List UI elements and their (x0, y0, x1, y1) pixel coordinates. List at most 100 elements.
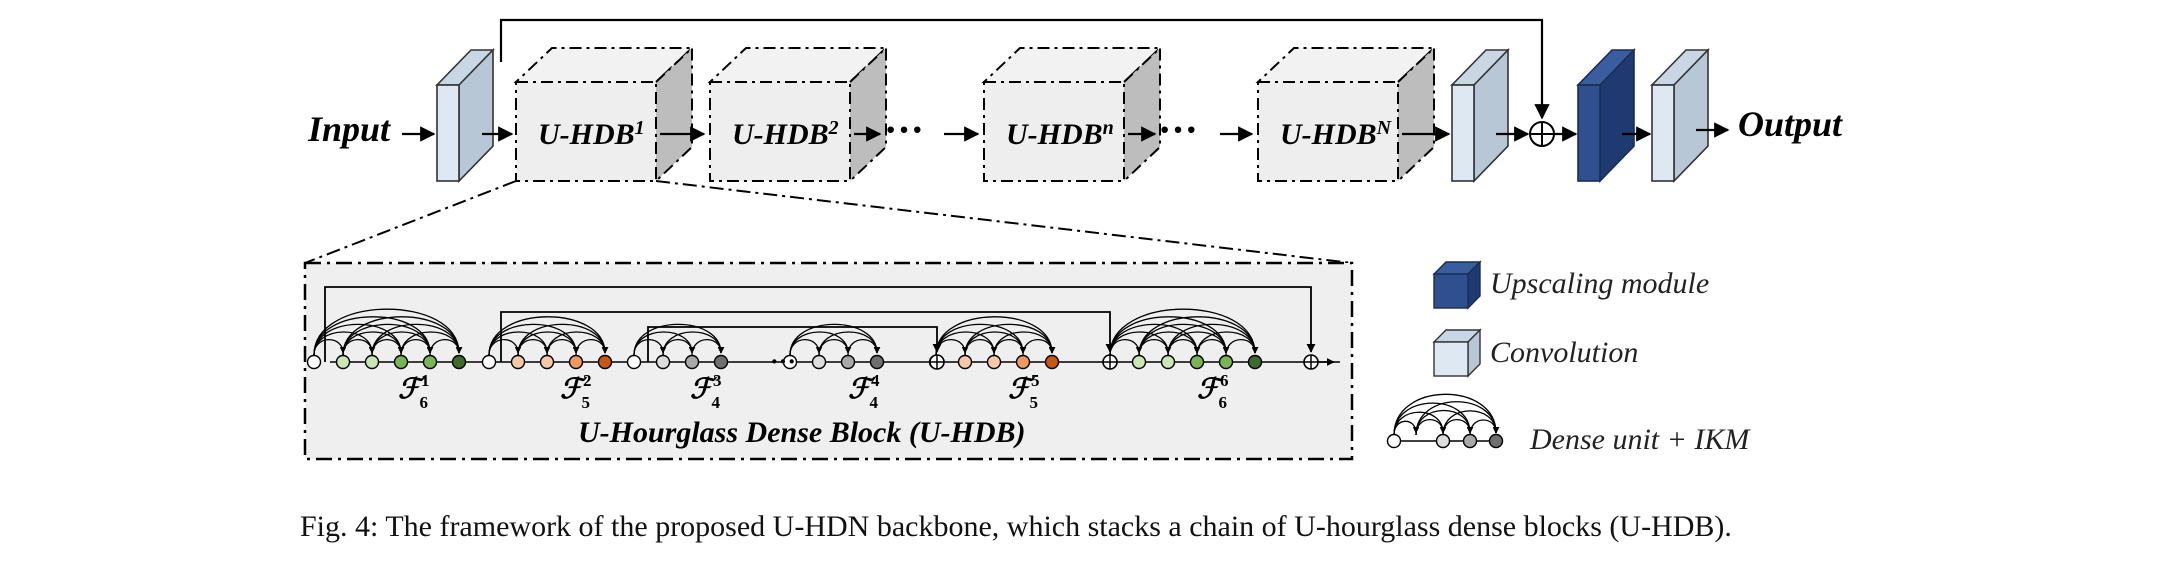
hdb-block-label: U-HDBN (1280, 117, 1393, 151)
dense-node (422, 354, 438, 370)
dense-arc (1022, 339, 1056, 356)
hdb-blocks: U-HDB1 U-HDB2 U-HDBn U-HDBN (513, 45, 1437, 184)
dense-node (539, 354, 555, 370)
dense-unit-5 (928, 316, 1060, 370)
dense-node (713, 354, 729, 370)
dense-node (1131, 354, 1147, 370)
conv-cube-first (435, 48, 495, 183)
dense-node (1218, 354, 1234, 370)
dense-node (840, 354, 856, 370)
dense-node (393, 354, 409, 370)
dense-node (957, 354, 973, 370)
dense-node (986, 354, 1002, 370)
dense-node (869, 354, 885, 370)
legend-convolution-label: Convolution (1490, 336, 1638, 369)
dense-arc (1109, 316, 1230, 356)
global-skip-connection (499, 18, 1550, 120)
legend-upscaling-label: Upscaling module (1490, 267, 1709, 300)
dense-node-input (481, 354, 497, 370)
dense-arc (935, 316, 1056, 356)
legend-dense-unit-icon (1386, 393, 1504, 449)
input-label: Input (307, 109, 391, 149)
sum-node-middle (1102, 354, 1118, 370)
legend-arc (1393, 393, 1500, 436)
dense-node (655, 354, 671, 370)
dense-arc (575, 339, 609, 356)
legend-node (1386, 433, 1402, 449)
ellipsis-1: ··· (884, 107, 924, 152)
output-label: Output (1738, 104, 1843, 144)
hdb-detail-panel (303, 261, 1354, 461)
zoom-line-left (304, 180, 517, 264)
dense-arc (1225, 339, 1259, 356)
dense-arc (429, 339, 463, 356)
sum-node-outer (1303, 354, 1319, 370)
hdb-block-4: U-HDBN (1255, 45, 1437, 184)
conv-cube-second (1450, 48, 1510, 183)
figure-caption: Fig. 4: The framework of the proposed U-… (300, 510, 1732, 543)
hdb-block-3: U-HDBn (981, 45, 1163, 184)
dense-node (335, 354, 351, 370)
legend-arc (1469, 419, 1500, 436)
legend-node (1435, 433, 1451, 449)
conv-cube-final (1650, 48, 1710, 183)
skip-middle (500, 311, 1115, 362)
dense-arc (342, 316, 463, 356)
dense-arc (313, 316, 434, 356)
legend-arc (1442, 410, 1500, 436)
upscaling-cube (1576, 48, 1636, 183)
dense-node (1015, 354, 1031, 370)
legend-upscaling-icon (1432, 260, 1482, 310)
dense-node-input (626, 354, 642, 370)
hdb-title: U-Hourglass Dense Block (U-HDB) (578, 416, 1026, 449)
dense-unit-4 (782, 323, 885, 370)
dense-node-input (306, 354, 322, 370)
hdb-block-label: U-HDB2 (732, 117, 839, 151)
legend-arc (1415, 401, 1500, 436)
legend-node (1462, 433, 1478, 449)
hdb-block-label: U-HDB1 (538, 117, 645, 151)
dense-node (1160, 354, 1176, 370)
dense-arc (1109, 308, 1259, 356)
sum-node-inner (929, 354, 945, 370)
zoom-line-right (655, 180, 1353, 264)
dense-node (451, 354, 467, 370)
ellipsis-2: ··· (1158, 107, 1198, 152)
legend-node (1488, 433, 1504, 449)
legend-dense-unit-label: Dense unit + IKM (1529, 423, 1751, 456)
dense-node (568, 354, 584, 370)
hdb-block-2: U-HDB2 (707, 45, 889, 184)
dense-node (1247, 354, 1263, 370)
dense-arc (313, 308, 463, 356)
dense-arc (1138, 316, 1259, 356)
dense-node (510, 354, 526, 370)
dense-node (811, 354, 827, 370)
dense-node-input (782, 354, 798, 370)
skip-outer (324, 286, 1316, 362)
dense-arc (847, 339, 881, 356)
hdb-block-label: U-HDBn (1006, 117, 1114, 151)
dense-unit-6 (1102, 308, 1263, 370)
detail-ellipsis: ··· (770, 347, 796, 376)
dense-node (1044, 354, 1060, 370)
dense-node (597, 354, 613, 370)
legend-convolution-icon (1432, 328, 1482, 378)
dense-units (306, 308, 1263, 370)
dense-node (364, 354, 380, 370)
skip-inner (647, 326, 942, 362)
dense-arc (488, 316, 609, 356)
dense-unit-2 (481, 316, 613, 370)
dense-node (1189, 354, 1205, 370)
dense-unit-1 (306, 308, 467, 370)
sum-node-top (1529, 121, 1555, 147)
dense-node (684, 354, 700, 370)
hdb-block-1: U-HDB1 (513, 45, 695, 184)
